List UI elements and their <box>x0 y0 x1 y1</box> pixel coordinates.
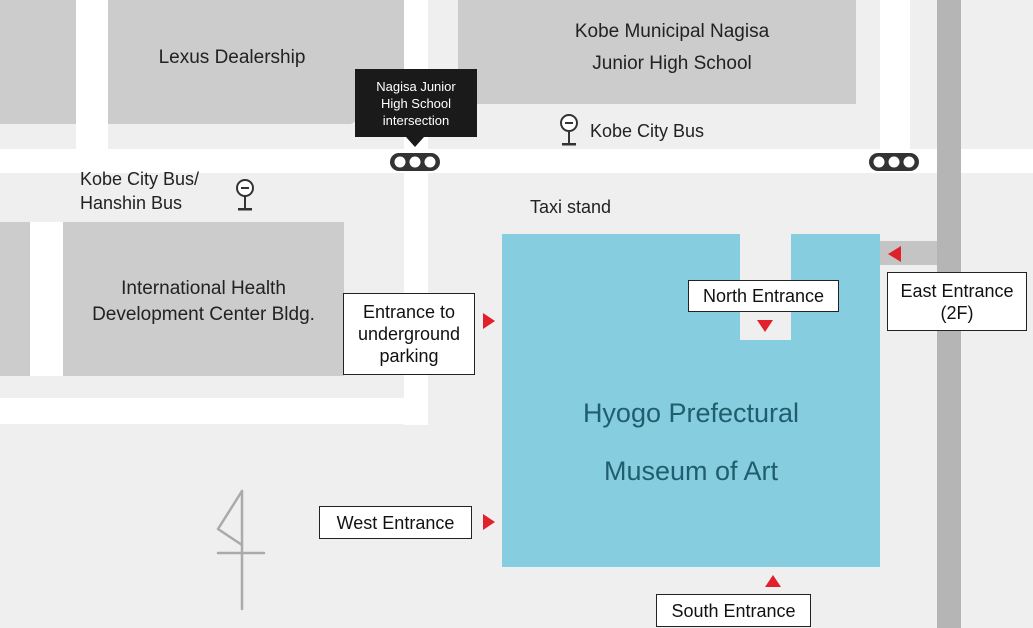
callout-pointer <box>406 137 424 147</box>
intersection-callout: Nagisa Junior High School intersection <box>355 69 477 137</box>
south-entrance-arrow-icon <box>765 575 781 587</box>
health-label-line2: Development Center Bldg. <box>92 304 315 325</box>
parking-entrance-label: Entrance to underground parking <box>343 293 475 375</box>
north-entrance-arrow-icon <box>757 320 773 332</box>
traffic-signal-icon <box>390 153 440 171</box>
school-label-line2: Junior High School <box>592 53 752 74</box>
south-entrance-label: South Entrance <box>656 594 811 627</box>
health-center-label: International Health Development Center … <box>63 276 344 328</box>
building-school <box>458 0 856 104</box>
building-health-center <box>63 222 344 376</box>
building-lexus <box>108 0 404 124</box>
east-entrance-line2: (2F) <box>940 302 974 323</box>
school-label: Kobe Municipal Nagisa Junior High School <box>458 16 886 80</box>
school-label-line1: Kobe Municipal Nagisa <box>574 21 770 42</box>
museum-label-line1: Hyogo Prefectural <box>582 398 800 428</box>
east-entrance-line1: East Entrance <box>900 280 1014 301</box>
building-left-edge <box>0 222 30 376</box>
parking-line2: underground <box>357 324 461 344</box>
bus-stop-label-left: Kobe City Bus/ Hanshin Bus <box>80 167 199 215</box>
road-mid-horizontal <box>0 398 428 424</box>
lexus-label: Lexus Dealership <box>158 47 306 68</box>
parking-entrance-arrow-icon <box>483 313 495 329</box>
bus-stop-left-line2: Hanshin Bus <box>80 193 183 213</box>
intersection-line2: High School <box>380 95 452 111</box>
road-left-stub <box>30 222 63 376</box>
museum-label-line2: Museum of Art <box>603 456 779 486</box>
west-entrance-label: West Entrance <box>319 506 472 539</box>
bus-stop-icon <box>236 179 254 211</box>
road-top-horizontal <box>0 149 1033 173</box>
taxi-stand-label: Taxi stand <box>530 197 612 217</box>
bus-stop-left-line1: Kobe City Bus/ <box>80 169 200 189</box>
intersection-line1: Nagisa Junior <box>376 78 456 94</box>
east-entrance-label: East Entrance (2F) <box>887 272 1027 331</box>
traffic-signal-icon <box>869 153 919 171</box>
bus-stop-icon <box>560 114 578 146</box>
road-right-vertical <box>880 0 910 170</box>
east-entrance-arrow-icon <box>888 246 901 262</box>
road-left-vertical <box>76 0 108 149</box>
bus-stop-label-right: Kobe City Bus <box>590 121 705 141</box>
map-symbol-icon <box>216 489 266 611</box>
west-entrance-arrow-icon <box>483 514 495 530</box>
building-left-top <box>0 0 76 124</box>
parking-line3: parking <box>379 346 439 366</box>
north-entrance-label: North Entrance <box>688 280 839 312</box>
museum-label: Hyogo Prefectural Museum of Art <box>502 384 880 500</box>
parking-line1: Entrance to <box>362 302 456 322</box>
intersection-line3: intersection <box>382 112 450 128</box>
health-label-line1: International Health <box>121 278 286 299</box>
